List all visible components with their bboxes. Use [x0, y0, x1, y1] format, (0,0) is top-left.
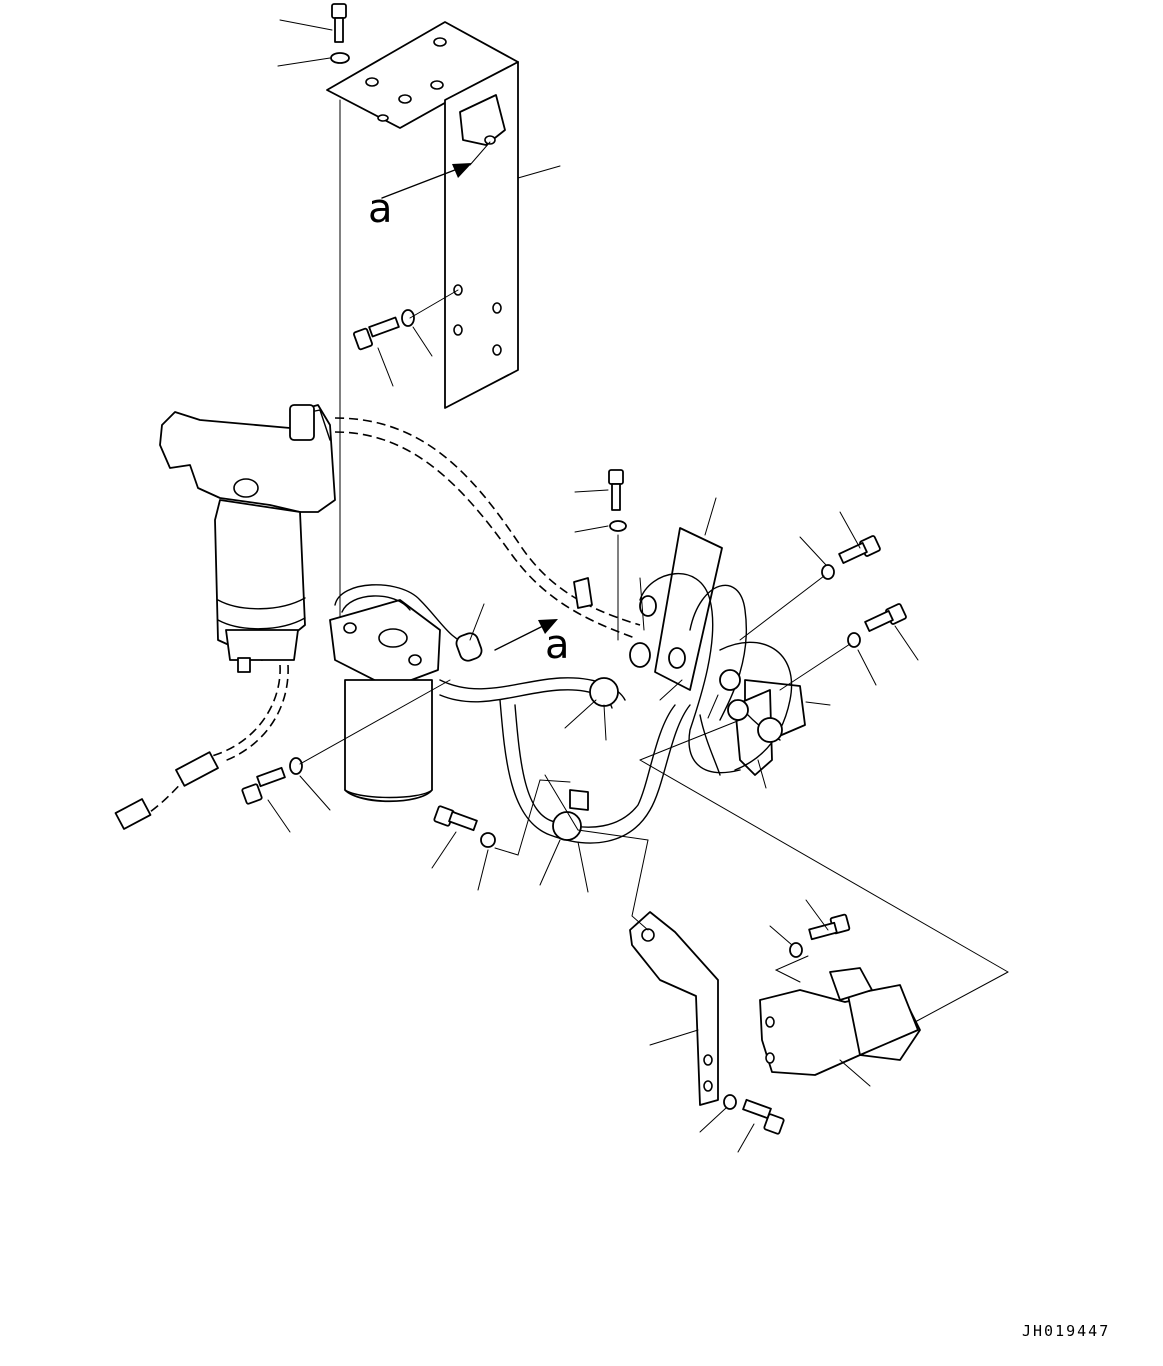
right-bolt-1: [838, 535, 881, 564]
view-arrow-lower: [494, 619, 558, 651]
right-clamp-3: [719, 669, 741, 691]
drawing-code: JH019447: [1022, 1322, 1110, 1340]
upper-mounting-bracket: [326, 21, 519, 409]
lower-right-washer: [789, 942, 803, 958]
lower-right-bolt: [808, 913, 851, 941]
lower-washer: [723, 1094, 737, 1110]
right-bolt-2: [864, 603, 907, 632]
right-clamp-6: [639, 595, 657, 617]
pre-filter: [329, 599, 441, 803]
top-washer: [330, 52, 350, 64]
middle-lower-bolt: [433, 805, 478, 832]
pre-filter-outlet-clamp: [455, 632, 483, 662]
main-fuel-filter: [159, 404, 336, 673]
wire-connector: [114, 751, 219, 830]
view-label-lower: a: [545, 622, 570, 668]
right-clamp-5: [757, 717, 783, 743]
view-arrow-upper: [381, 141, 491, 199]
middle-lower-washer: [480, 832, 496, 848]
drain-wire: [149, 664, 281, 813]
upper-right-bolt: [608, 469, 624, 511]
pre-filter-loop-hose: [334, 584, 471, 646]
upper-hose-clip: [573, 577, 593, 609]
lower-right-bracket: [759, 967, 921, 1076]
left-lower-washer: [289, 757, 303, 775]
right-washer-1: [821, 564, 835, 580]
top-bolt: [331, 3, 347, 43]
lower-l-bracket: [629, 911, 719, 1106]
lower-hose-clamp: [552, 789, 589, 841]
upper-right-washer: [609, 520, 627, 532]
fuel-hose-upper: [334, 417, 641, 626]
right-clamp-4: [727, 699, 749, 721]
right-washer-2: [847, 632, 861, 648]
right-clamp-2: [668, 647, 686, 669]
lower-bolt: [742, 1098, 785, 1135]
right-clamp-1: [629, 642, 651, 668]
bracket-side-bolt: [353, 316, 400, 351]
left-lower-bolt: [241, 766, 286, 805]
bracket-side-washer: [401, 309, 415, 327]
right-hose-loops: [639, 573, 741, 774]
lower-hose-loop: [499, 699, 691, 844]
view-label-upper: a: [368, 186, 393, 232]
